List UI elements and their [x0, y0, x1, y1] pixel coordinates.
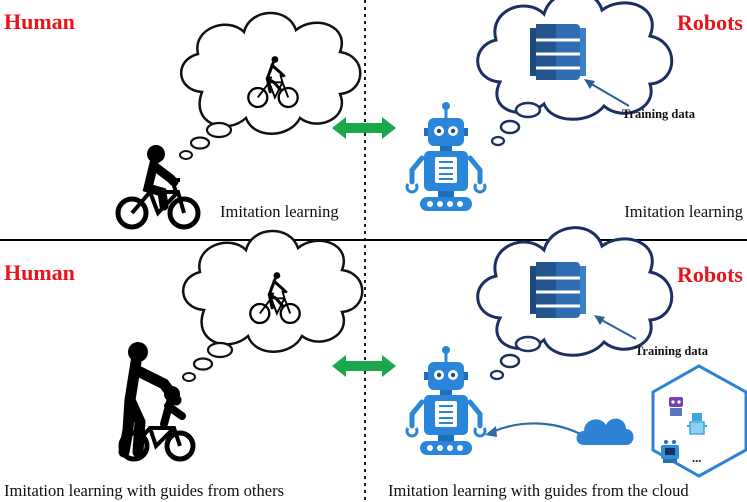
robot-icon [407, 346, 485, 455]
teal-robot-icon [661, 440, 679, 463]
equivalence-arrow-bottom [332, 355, 396, 377]
cloud-service-icon [576, 418, 634, 445]
thought-bubble-icon [499, 353, 521, 369]
human-title-top: Human [4, 9, 75, 34]
database-icon [528, 260, 588, 320]
thought-bubble-icon [192, 357, 214, 371]
human-title-bottom: Human [4, 260, 75, 285]
equivalence-arrow-top [332, 117, 396, 139]
thought-bubble-icon [189, 136, 211, 150]
training-data-label-top: Training data [622, 107, 696, 121]
parent-child-cyclist-icon [118, 342, 196, 462]
human-caption-top: Imitation learning [220, 202, 339, 221]
training-data-pointer [587, 81, 630, 107]
thought-bubble-icon [490, 135, 506, 147]
thought-bubble-icon [514, 335, 542, 353]
robot-icon [407, 102, 485, 211]
thought-bubble-icon [179, 150, 193, 160]
more-robots-indicator: ... [692, 451, 701, 465]
robot-caption-top: Imitation learning [624, 202, 743, 221]
robots-title-bottom: Robots [677, 262, 743, 287]
robot-caption-bottom: Imitation learning with guides from the … [388, 481, 689, 500]
thought-cloud-top [179, 11, 362, 136]
light-blue-robot-icon [687, 413, 707, 435]
thought-bubble-icon [182, 372, 196, 382]
thought-cloud-bottom [181, 229, 364, 354]
thought-bubble-icon [206, 341, 234, 359]
thought-bubble-icon [514, 101, 542, 119]
thought-bubble-icon [499, 119, 521, 135]
training-data-label-bottom: Training data [635, 344, 709, 358]
thought-bubble-icon [489, 369, 505, 381]
cloud-guide-arrow [491, 422, 585, 437]
robot-fleet-panel: ... [651, 364, 747, 478]
child-cyclist-icon [115, 145, 201, 230]
database-icon [528, 22, 588, 82]
thought-bubble-icon [205, 121, 233, 139]
robots-title-top: Robots [677, 10, 743, 35]
navy-cloud-top [476, 0, 674, 121]
training-data-pointer [597, 317, 637, 340]
purple-robot-icon [669, 397, 683, 416]
human-caption-bottom: Imitation learning with guides from othe… [4, 481, 284, 500]
navy-cloud-bottom [476, 226, 674, 357]
